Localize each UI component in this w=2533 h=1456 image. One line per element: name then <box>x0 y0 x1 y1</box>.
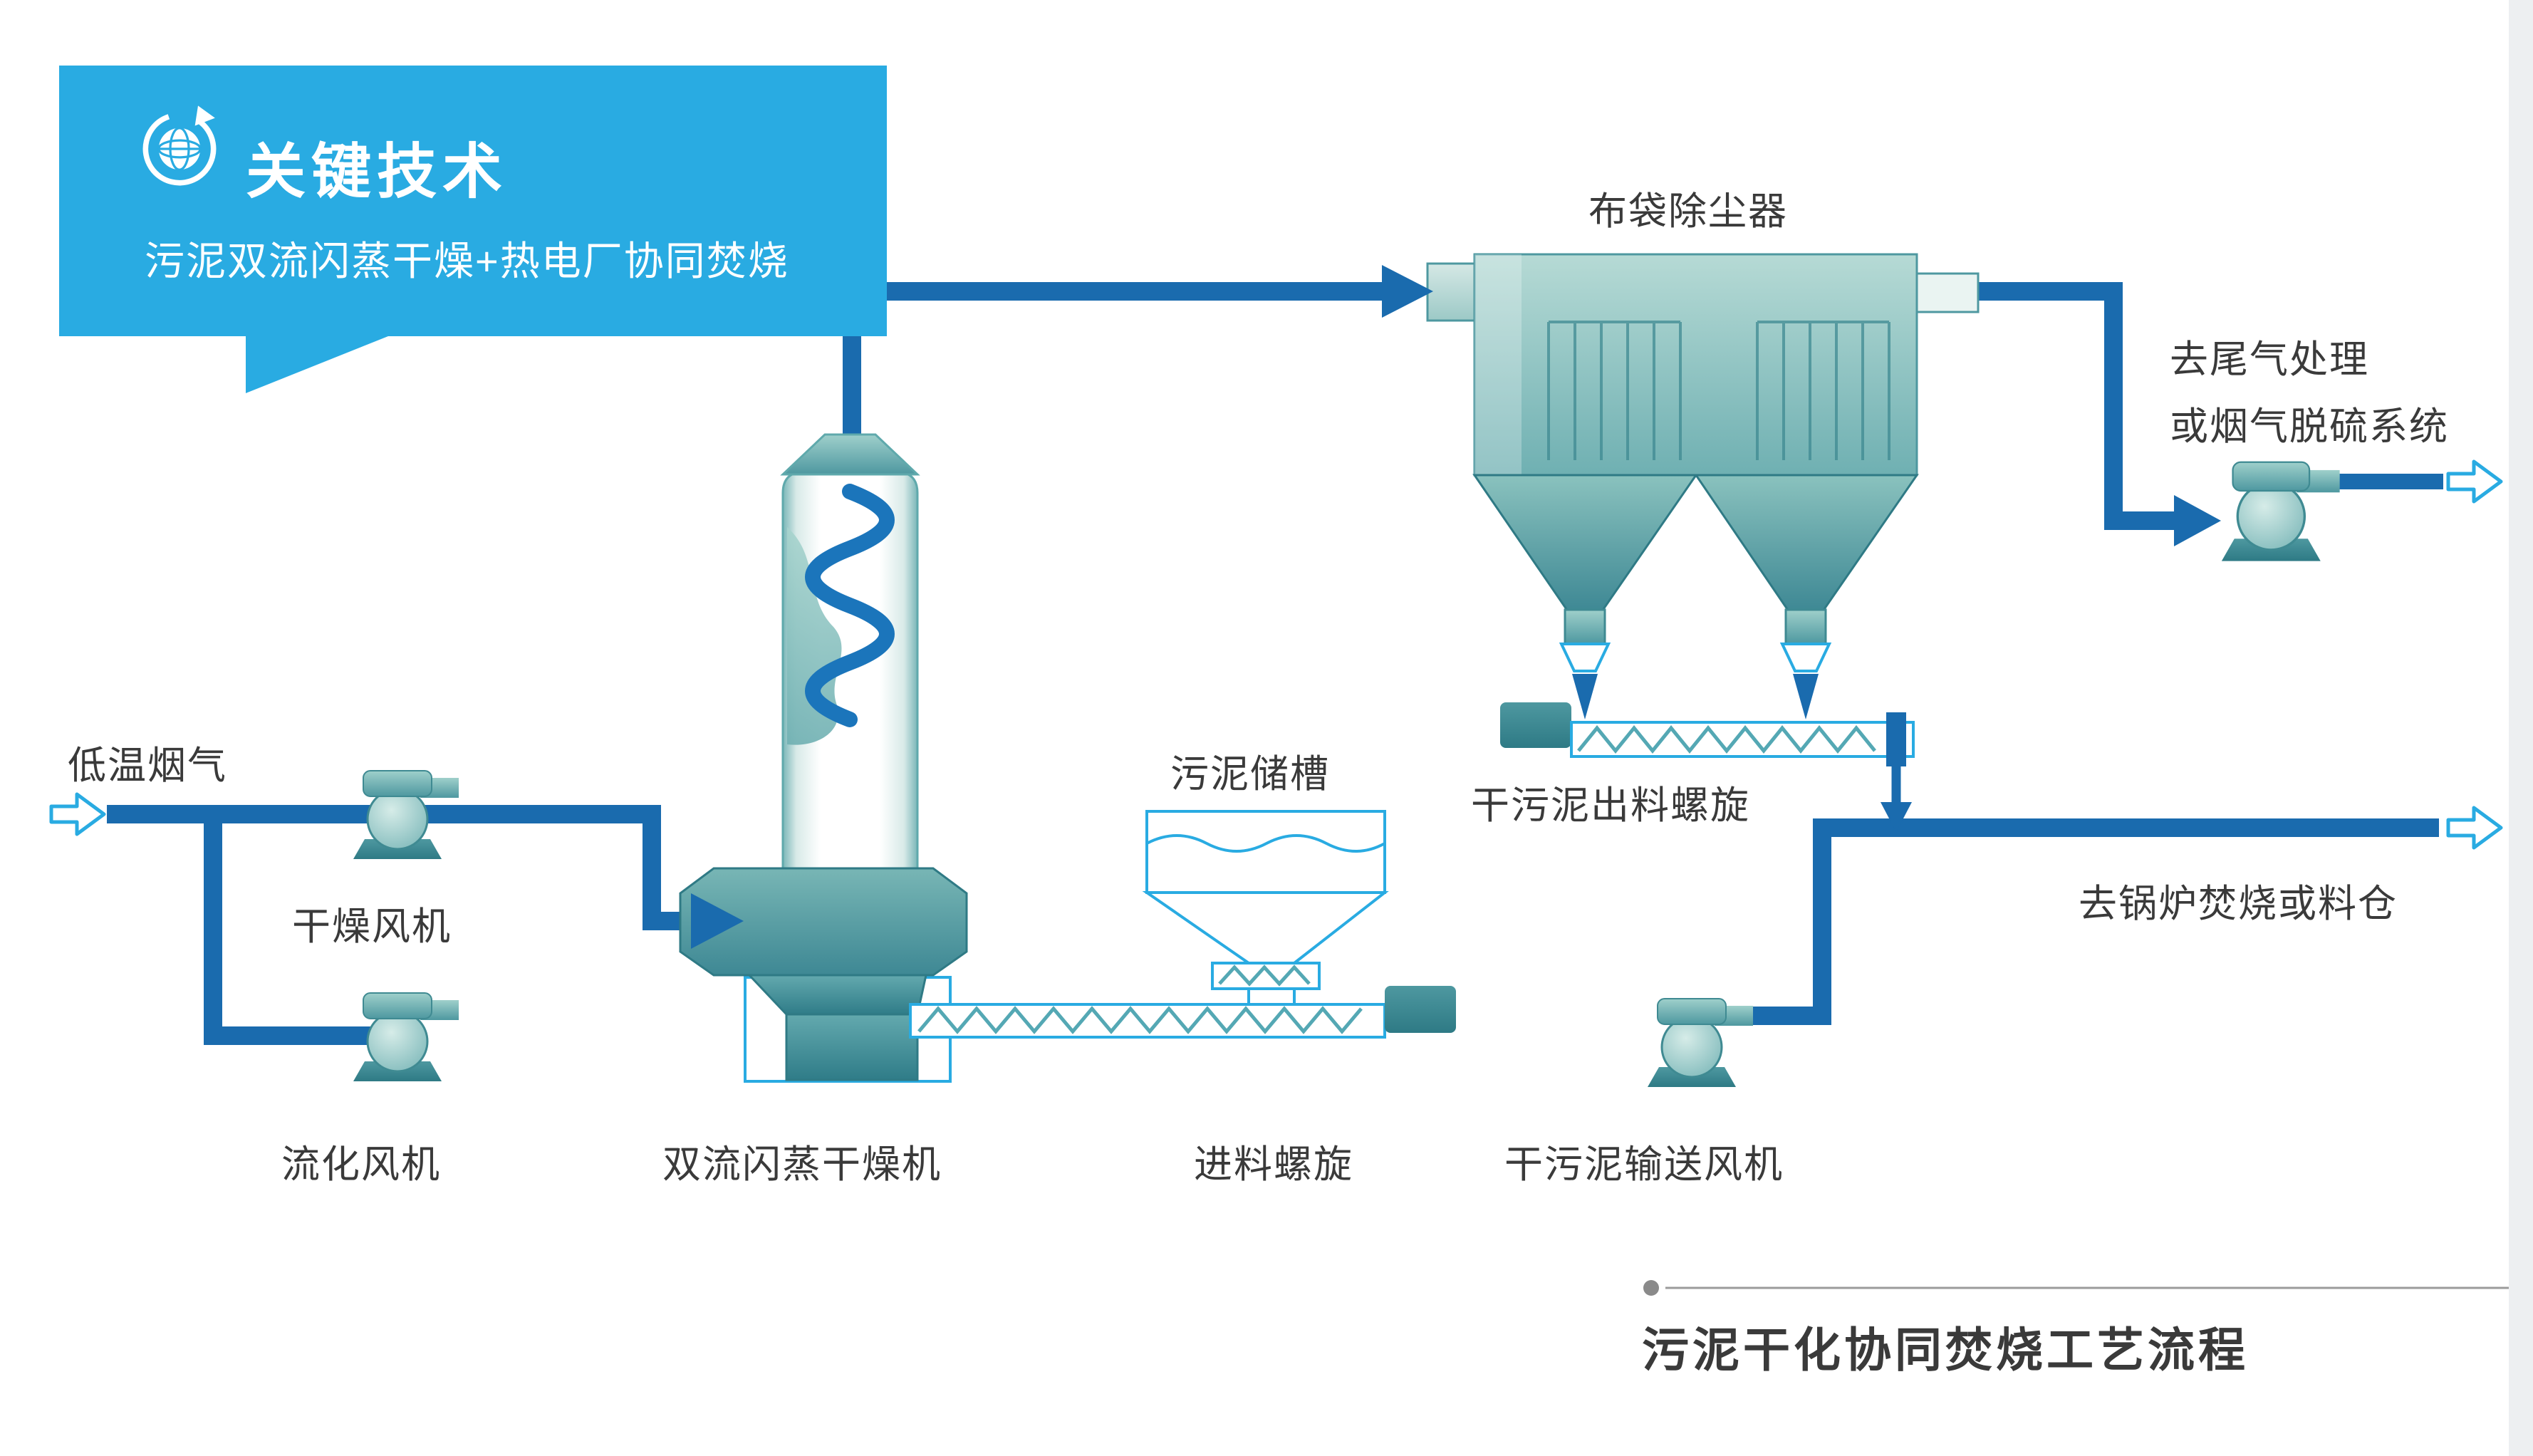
tank-hopper <box>1142 891 1389 964</box>
page-edge <box>2509 0 2533 1456</box>
sludge-storage-tank <box>1142 810 1389 1004</box>
label-feed-screw: 进料螺旋 <box>1194 1143 1353 1186</box>
tank-body <box>1145 810 1386 894</box>
dryer-top-cone <box>780 433 920 476</box>
arrowhead-into-baghouse <box>1382 265 1433 318</box>
flash-dryer <box>679 433 968 1083</box>
tailgas-outline-arrow <box>2448 462 2501 501</box>
label-fluidizing-fan: 流化风机 <box>281 1143 441 1186</box>
tank-liquid-level <box>1146 834 1385 853</box>
banner-title: 关键技术 <box>246 138 509 205</box>
arrowhead-hopper-left <box>1572 674 1598 719</box>
boiler-outline-arrow <box>2448 808 2501 848</box>
banner-subtitle: 污泥双流闪蒸干燥+热电厂协同焚烧 <box>145 239 789 284</box>
fluidizing-fan-icon <box>352 992 460 1083</box>
inlet-outline-arrow <box>51 794 104 834</box>
valve-funnel-left <box>1559 643 1611 672</box>
bag-filter <box>1426 253 1980 672</box>
feed-screw-channel <box>909 1003 1386 1039</box>
label-drying-fan: 干燥风机 <box>292 905 452 948</box>
dryer-material-blob <box>787 527 842 745</box>
baghouse-hopper-left <box>1472 474 1698 613</box>
pipe-flue-gas-branch <box>204 805 388 1045</box>
tank-outlet-screw-flights <box>1218 964 1311 987</box>
diagram-caption: 污泥干化协同焚烧工艺流程 <box>1642 1324 2249 1376</box>
baghouse-inlet-plenum <box>1474 254 1522 475</box>
arrowhead-into-tailgas-fan <box>2174 495 2221 546</box>
label-baghouse: 布袋除尘器 <box>1588 190 1788 233</box>
label-dryer: 双流闪蒸干燥机 <box>662 1143 942 1186</box>
rotary-valve-left <box>1564 608 1606 645</box>
banner-tail <box>246 335 392 393</box>
label-tailgas-line2: 或烟气脱硫系统 <box>2170 405 2449 448</box>
rotary-valve-right <box>1784 608 1827 645</box>
tailgas-fan-icon <box>2220 461 2341 563</box>
pipe-baghouse-outlet <box>1975 282 2174 530</box>
feed-screw-conveyor <box>909 986 1456 1039</box>
baghouse-hopper-right <box>1694 474 1919 613</box>
arrowhead-screw-drop <box>1881 802 1912 832</box>
discharge-screw-flights <box>1577 725 1876 754</box>
label-discharge-screw: 干污泥出料螺旋 <box>1471 784 1750 827</box>
valve-funnel-right <box>1779 643 1832 672</box>
dryer-base <box>785 1013 919 1081</box>
label-flue-gas: 低温烟气 <box>68 744 227 787</box>
feed-screw-flights <box>917 1006 1363 1034</box>
arrowhead-hopper-right <box>1793 674 1819 719</box>
discharge-screw-outlet <box>1886 712 1906 766</box>
caption-dot <box>1643 1280 1659 1296</box>
label-to-boiler: 去锅炉焚烧或料仓 <box>2079 883 2398 925</box>
baghouse-inlet-duct <box>1426 262 1477 322</box>
globe-refresh-icon <box>142 105 217 186</box>
discharge-screw-motor <box>1500 702 1571 748</box>
label-sludge-tank: 污泥储槽 <box>1170 753 1330 796</box>
pipe-dry-sludge-conveying <box>1747 818 2439 1025</box>
label-conveying-fan: 干污泥输送风机 <box>1504 1143 1784 1186</box>
dryer-mid-chamber <box>679 867 968 977</box>
pipe-dryer-to-baghouse <box>843 282 1382 475</box>
label-tailgas-line1: 去尾气处理 <box>2170 338 2369 381</box>
tank-outlet-neck <box>1247 989 1296 1004</box>
dryer-lower-cone <box>747 974 927 1016</box>
key-technology-banner: 关键技术 污泥双流闪蒸干燥+热电厂协同焚烧 <box>59 66 887 336</box>
discharge-screw-conveyor <box>1500 702 1915 766</box>
baghouse-outlet-duct <box>1915 272 1980 313</box>
feed-screw-motor <box>1385 986 1456 1033</box>
conveying-fan-icon <box>1646 997 1754 1088</box>
arrowhead-into-dryer <box>691 893 744 949</box>
filter-bags <box>1547 321 1890 460</box>
baghouse-body <box>1473 253 1918 477</box>
dryer-spiral <box>805 484 895 727</box>
